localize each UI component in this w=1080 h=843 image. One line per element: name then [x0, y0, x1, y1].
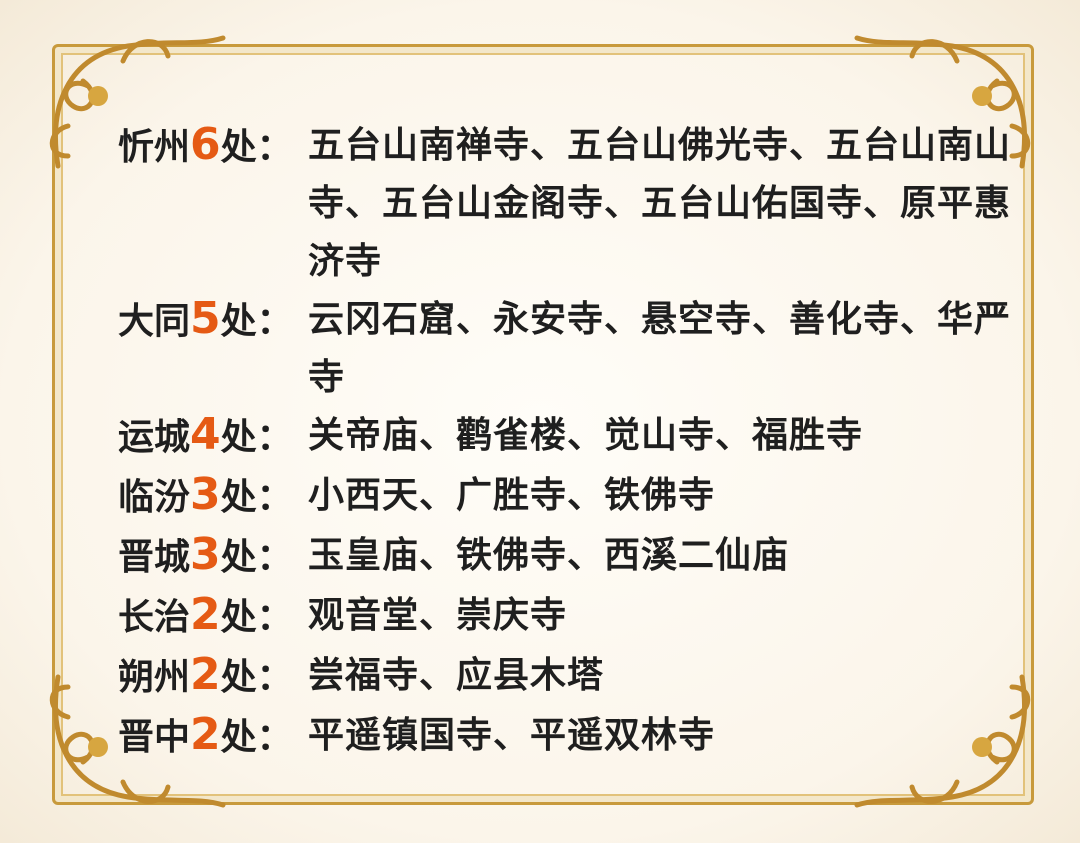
count-unit: 处： [220, 300, 293, 342]
list-item: 运城4处： 关帝庙、鹳雀楼、觉山寺、福胜寺 [118, 406, 1018, 466]
site-count: 6 [190, 119, 221, 170]
city-name: 大同 [118, 300, 191, 342]
list-item: 朔州2处： 尝福寺、应县木塔 [118, 646, 1018, 706]
list-item: 忻州6处： 五台山南禅寺、五台山佛光寺、五台山南山寺、五台山金阁寺、五台山佑国寺… [118, 116, 1018, 290]
list-item: 长治2处： 观音堂、崇庆寺 [118, 586, 1018, 646]
site-count: 2 [190, 589, 221, 640]
site-names: 平遥镇国寺、平遥双林寺 [308, 714, 716, 756]
ornament-corner-icon [854, 674, 1031, 808]
city-label: 忻州6处： [118, 116, 308, 176]
city-label: 晋城3处： [118, 526, 308, 586]
site-count: 4 [190, 409, 221, 460]
count-unit: 处： [220, 716, 293, 758]
site-names: 玉皇庙、铁佛寺、西溪二仙庙 [308, 534, 790, 576]
city-name: 朔州 [118, 656, 191, 698]
city-name: 晋城 [118, 536, 191, 578]
list-item: 晋中2处： 平遥镇国寺、平遥双林寺 [118, 706, 1018, 766]
site-names: 小西天、广胜寺、铁佛寺 [308, 474, 716, 516]
site-names: 关帝庙、鹳雀楼、觉山寺、福胜寺 [308, 414, 864, 456]
city-label: 朔州2处： [118, 646, 308, 706]
frame-border [52, 44, 1034, 805]
city-label: 大同5处： [118, 290, 308, 350]
list-item: 晋城3处： 玉皇庙、铁佛寺、西溪二仙庙 [118, 526, 1018, 586]
site-count: 3 [190, 529, 221, 580]
count-unit: 处： [220, 656, 293, 698]
ornament-corner-icon [854, 35, 1031, 169]
site-count: 3 [190, 469, 221, 520]
city-label: 临汾3处： [118, 466, 308, 526]
count-unit: 处： [220, 536, 293, 578]
site-count: 2 [190, 709, 221, 760]
city-label: 长治2处： [118, 586, 308, 646]
city-label: 晋中2处： [118, 706, 308, 766]
ornament-corner-icon [49, 674, 226, 808]
site-names: 五台山南禅寺、五台山佛光寺、五台山南山寺、五台山金阁寺、五台山佑国寺、原平惠济寺 [308, 124, 1012, 282]
site-names: 云冈石窟、永安寺、悬空寺、善化寺、华严寺 [308, 298, 1012, 398]
ornament-corner-icon [49, 35, 226, 169]
city-name: 临汾 [118, 476, 191, 518]
site-names: 尝福寺、应县木塔 [308, 654, 605, 696]
site-list: 忻州6处： 五台山南禅寺、五台山佛光寺、五台山南山寺、五台山金阁寺、五台山佑国寺… [118, 116, 1018, 766]
list-item: 大同5处： 云冈石窟、永安寺、悬空寺、善化寺、华严寺 [118, 290, 1018, 406]
city-label: 运城4处： [118, 406, 308, 466]
site-count: 2 [190, 649, 221, 700]
count-unit: 处： [220, 596, 293, 638]
count-unit: 处： [220, 476, 293, 518]
city-name: 运城 [118, 416, 191, 458]
count-unit: 处： [220, 126, 293, 168]
city-name: 忻州 [118, 126, 191, 168]
list-item: 临汾3处： 小西天、广胜寺、铁佛寺 [118, 466, 1018, 526]
site-count: 5 [190, 293, 221, 344]
city-name: 晋中 [118, 716, 191, 758]
count-unit: 处： [220, 416, 293, 458]
city-name: 长治 [118, 596, 191, 638]
site-names: 观音堂、崇庆寺 [308, 594, 568, 636]
